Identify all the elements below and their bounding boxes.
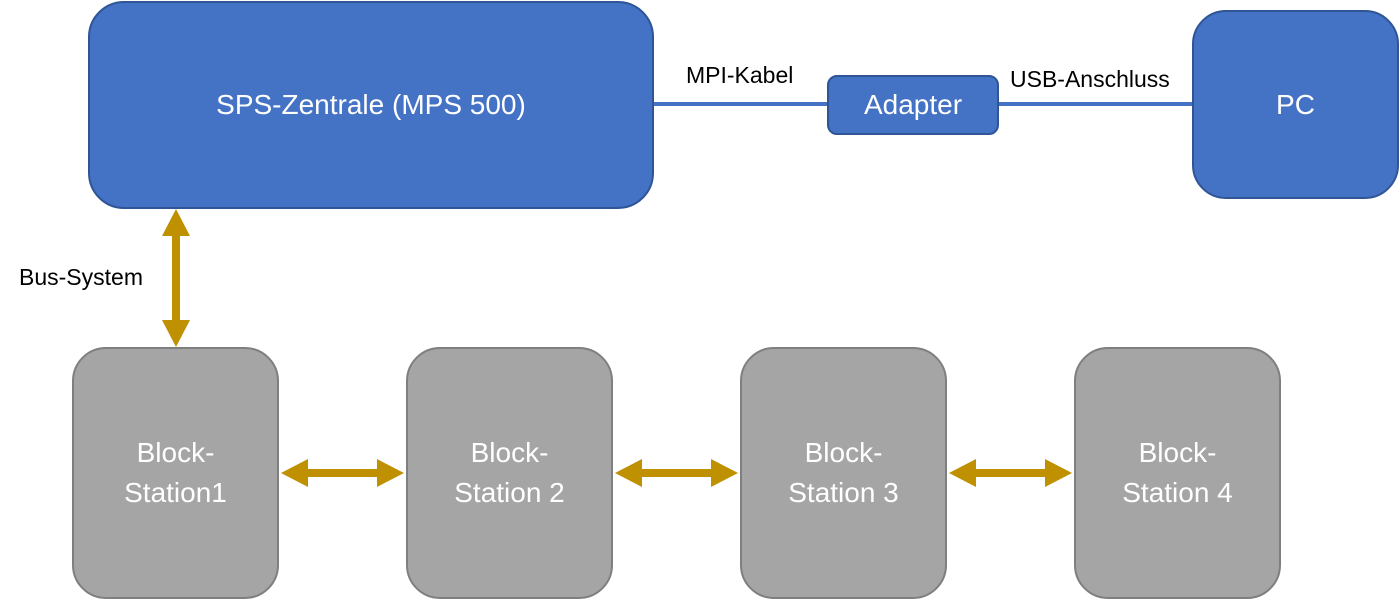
block-station-2-label: Block- Station 2 <box>454 437 565 508</box>
bus-system-label: Bus-System <box>19 264 143 290</box>
sps-central-node: SPS-Zentrale (MPS 500) <box>88 1 654 209</box>
adapter-node: Adapter <box>827 75 999 135</box>
block-station-1-node: Block- Station1 <box>72 347 279 599</box>
mpi-cable-label: MPI-Kabel <box>686 62 794 88</box>
block-station-2-node: Block- Station 2 <box>406 347 613 599</box>
pc-node: PC <box>1192 10 1399 199</box>
block-station-4-label: Block- Station 4 <box>1122 437 1233 508</box>
sps-central-label: SPS-Zentrale (MPS 500) <box>216 89 526 120</box>
adapter-label: Adapter <box>863 89 963 120</box>
bus-arrow-vertical <box>162 209 190 347</box>
bus-arrow-station2-station3 <box>615 459 738 487</box>
pc-label: PC <box>1276 88 1315 120</box>
bus-arrow-station3-station4 <box>949 459 1072 487</box>
block-station-3-label: Block- Station 3 <box>788 437 899 508</box>
block-station-4-node: Block- Station 4 <box>1074 347 1281 599</box>
block-station-3-node: Block- Station 3 <box>740 347 947 599</box>
bus-arrow-station1-station2 <box>281 459 404 487</box>
block-station-1-label: Block- Station1 <box>124 437 227 508</box>
usb-connection-label: USB-Anschluss <box>1010 66 1170 92</box>
